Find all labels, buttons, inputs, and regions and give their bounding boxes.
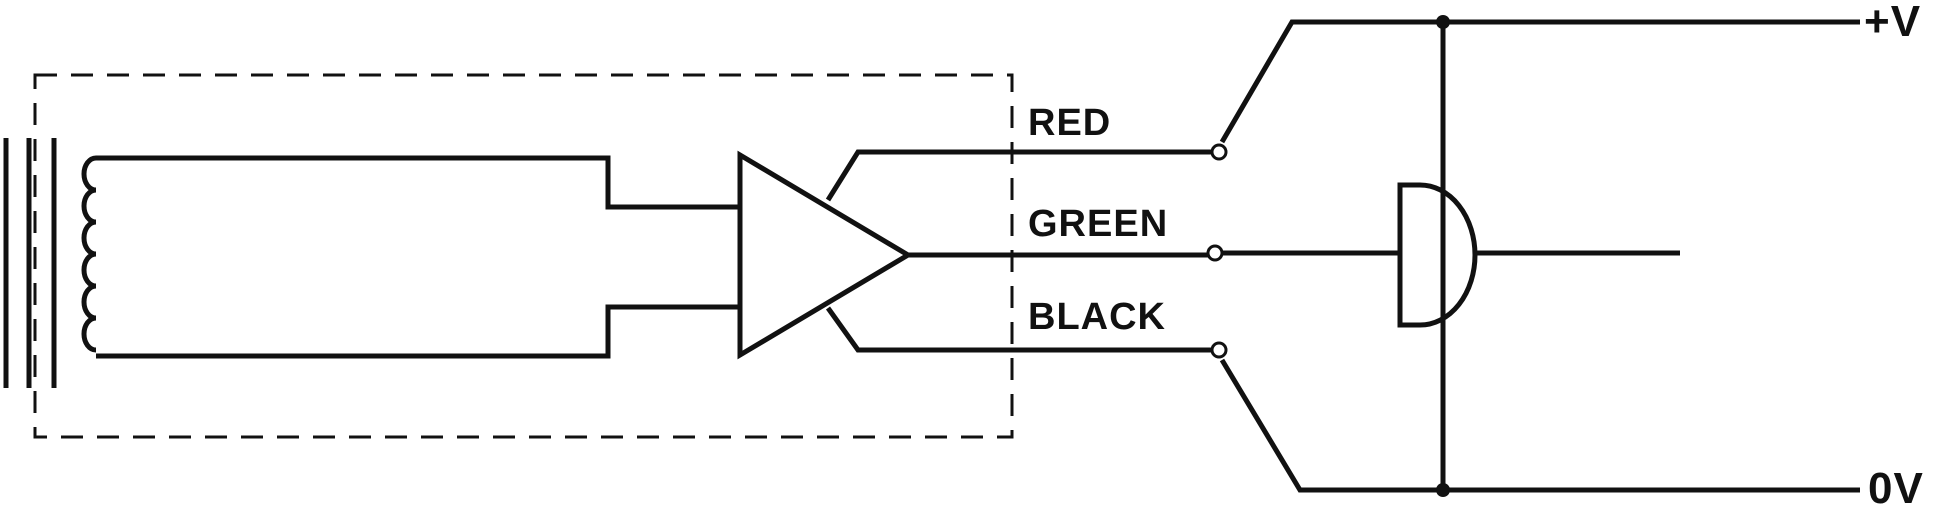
magnetic-core	[3, 138, 57, 388]
positive-rail-label: +V	[1864, 0, 1922, 46]
sensor-housing-outline	[33, 73, 1014, 439]
zero-junction-dot	[1436, 483, 1450, 497]
black-terminal	[1210, 341, 1228, 359]
coil-lead-top	[96, 155, 740, 210]
red-terminal	[1210, 143, 1228, 161]
amplifier-triangle	[737, 150, 913, 360]
red-wire-label: RED	[1028, 102, 1112, 144]
positive-junction-dot	[1436, 15, 1450, 29]
green-terminal	[1206, 244, 1224, 262]
black-wire-label: BLACK	[1028, 296, 1166, 338]
red-wire	[825, 149, 1212, 202]
coil-lead-bottom	[96, 304, 740, 359]
green-wire-label: GREEN	[1028, 203, 1169, 245]
black-to-zero-rail	[1219, 358, 1860, 493]
pickup-coil	[81, 155, 97, 353]
zero-rail-label: 0V	[1868, 464, 1924, 513]
load-device	[1397, 182, 1478, 328]
black-wire	[825, 306, 1212, 353]
red-to-positive-rail	[1219, 19, 1860, 144]
